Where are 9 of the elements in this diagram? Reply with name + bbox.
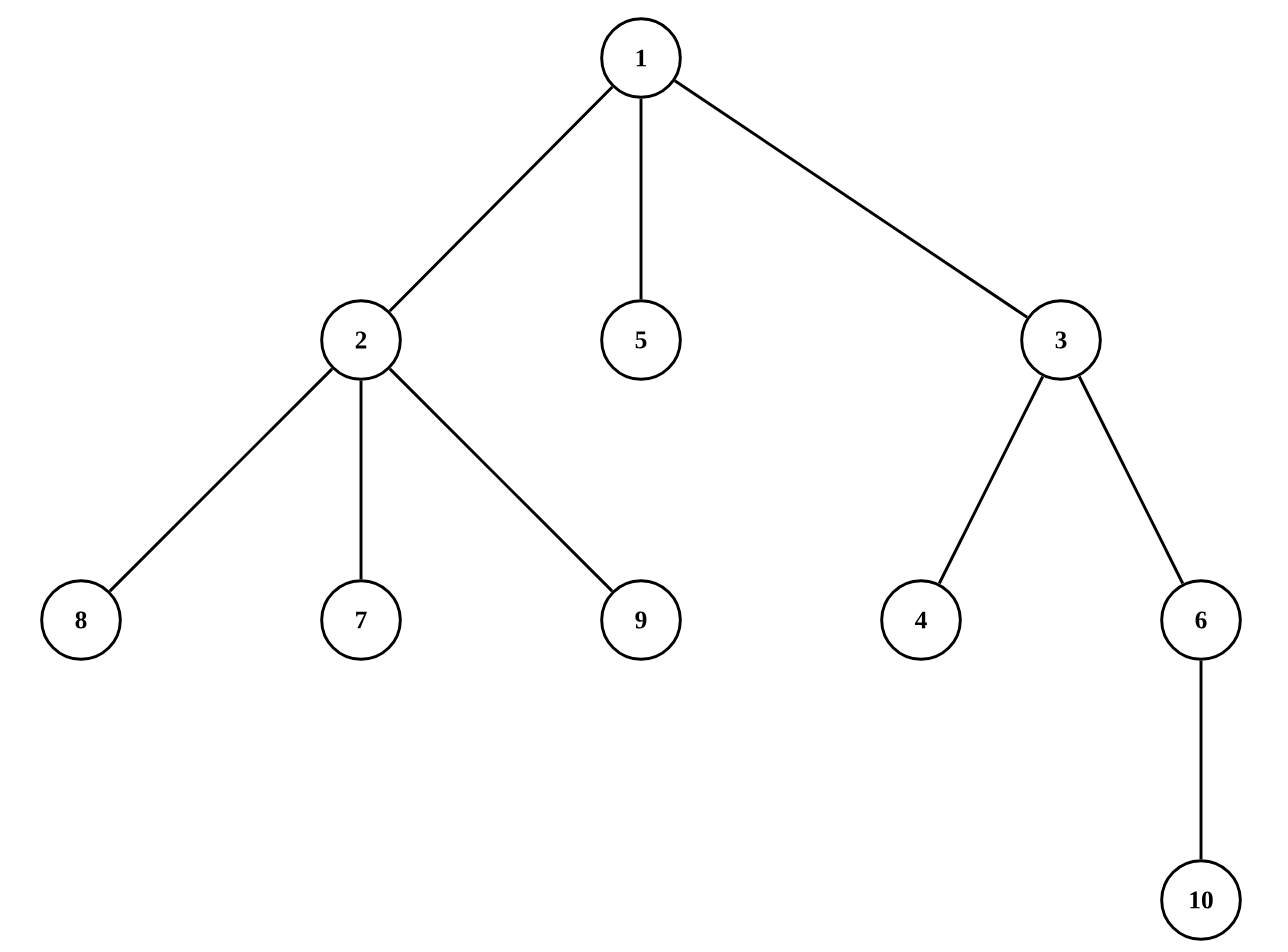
- edge-line: [108, 367, 334, 593]
- edge-line: [359, 380, 363, 580]
- edge-line: [388, 85, 614, 313]
- edge-line: [639, 98, 643, 300]
- edge-line: [1199, 660, 1203, 860]
- edge-line: [937, 375, 1045, 585]
- edge-line: [1077, 375, 1185, 585]
- edge-line: [388, 367, 614, 593]
- edge-line: [674, 79, 1028, 319]
